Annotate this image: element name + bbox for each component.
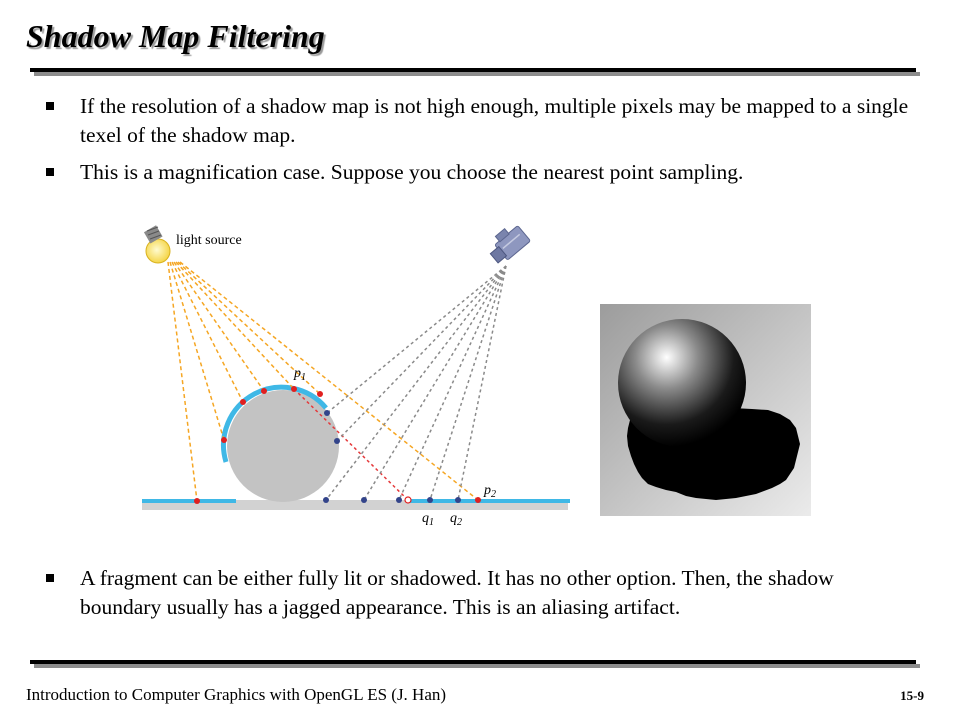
footer-course-title: Introduction to Computer Graphics with O… xyxy=(26,685,447,704)
light-bulb-icon xyxy=(143,225,171,264)
label-q1: q1 xyxy=(422,511,434,528)
footer-divider xyxy=(30,660,920,668)
title-divider xyxy=(30,68,920,76)
occluder-sphere xyxy=(227,390,339,502)
bullet-marker xyxy=(46,168,54,176)
lit-sample-dots xyxy=(194,386,481,504)
label-p1: p1 xyxy=(293,366,306,383)
slide-title: Shadow Map Filtering xyxy=(26,18,325,54)
bullet-item: This is a magnification case. Suppose yo… xyxy=(44,158,914,187)
bullet-item: A fragment can be either fully lit or sh… xyxy=(44,564,914,622)
render-sphere xyxy=(618,319,746,447)
bottom-bullet-list: A fragment can be either fully lit or sh… xyxy=(44,564,914,630)
bullet-marker xyxy=(46,574,54,582)
camera-sample-dots xyxy=(323,410,461,503)
camera-rays xyxy=(325,265,507,501)
camera-icon xyxy=(489,225,531,264)
bullet-text: If the resolution of a shadow map is not… xyxy=(80,94,909,147)
ground-plane xyxy=(142,500,568,510)
jagged-shadow-render xyxy=(600,304,811,516)
bullet-text: A fragment can be either fully lit or sh… xyxy=(80,566,834,619)
top-bullet-list: If the resolution of a shadow map is not… xyxy=(44,92,914,195)
bullet-marker xyxy=(46,102,54,110)
bullet-text: This is a magnification case. Suppose yo… xyxy=(80,160,744,184)
label-p2: p2 xyxy=(483,483,496,500)
shadow-test-ray xyxy=(293,388,409,501)
light-rays xyxy=(167,261,479,502)
label-q2: q2 xyxy=(450,511,462,528)
q1-hollow-dot xyxy=(404,496,412,504)
light-source-label: light source xyxy=(176,233,242,248)
bullet-item: If the resolution of a shadow map is not… xyxy=(44,92,914,150)
page-number: 15-9 xyxy=(900,688,924,703)
